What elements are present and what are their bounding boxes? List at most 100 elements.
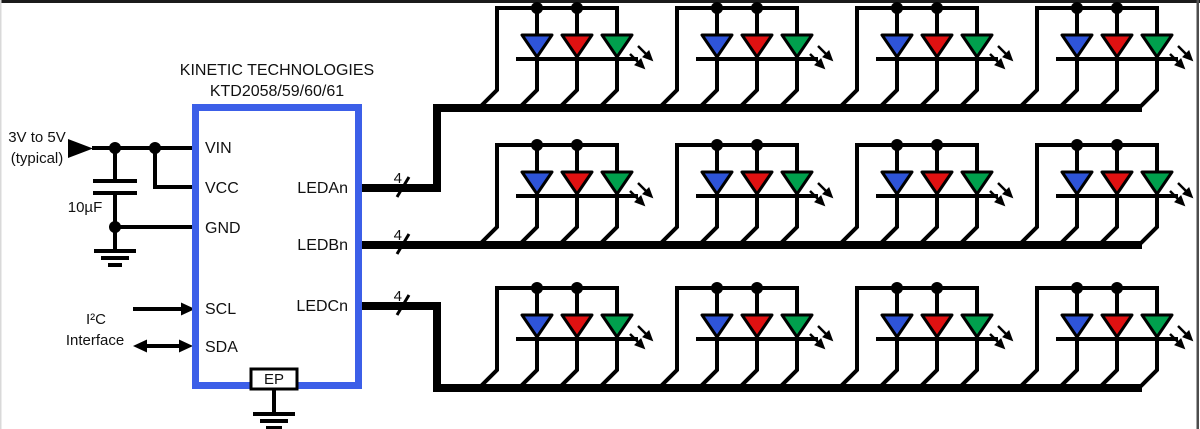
led-cathode-wire	[778, 339, 799, 389]
ground-bar-medium	[101, 256, 129, 260]
junction-dot	[931, 282, 943, 294]
rgb-led-group	[658, 139, 834, 246]
ic-title-line1: KINETIC TECHNOLOGIES	[180, 62, 374, 79]
light-emission-arrow-icon	[629, 53, 646, 70]
led-array	[478, 2, 1194, 389]
common-feed-wire	[838, 8, 859, 109]
pin-label-ledbn: LEDBn	[297, 237, 348, 254]
blue-led	[520, 33, 554, 59]
common-feed-wire	[658, 288, 679, 389]
common-feed-wire	[478, 288, 499, 389]
red-led	[560, 170, 594, 196]
vcc-branch-wire	[153, 148, 196, 189]
junction-dot	[891, 139, 903, 151]
led-bus	[362, 302, 1142, 392]
red-led	[1100, 170, 1134, 196]
rgb-led-group	[838, 139, 1014, 246]
bus-width-label: 4	[394, 227, 402, 244]
led-cathode-wire	[698, 339, 719, 389]
led-cathode-wire	[1138, 339, 1159, 389]
junction-dot	[1071, 282, 1083, 294]
light-emission-arrow-icon	[817, 325, 834, 342]
light-emission-arrow-icon	[637, 45, 654, 62]
supply-arrow-icon	[68, 139, 93, 158]
light-emission-arrow-icon	[1169, 190, 1186, 207]
light-emission-arrow-icon	[1177, 45, 1194, 62]
pin-label-gnd: GND	[205, 220, 241, 237]
pin-label-sda: SDA	[205, 339, 238, 356]
light-emission-arrow-icon	[1177, 325, 1194, 342]
i2c-label-line2: Interface	[66, 332, 124, 349]
led-cathode-wire	[1138, 59, 1159, 109]
common-feed-wire	[1018, 8, 1039, 109]
red-led	[920, 313, 954, 339]
junction-dot	[711, 282, 723, 294]
red-led	[560, 33, 594, 59]
pin-label-vcc: VCC	[205, 180, 239, 197]
red-led	[740, 313, 774, 339]
led-cathode-wire	[1098, 339, 1119, 389]
light-emission-arrow-icon	[637, 325, 654, 342]
led-cathode-wire	[518, 339, 539, 389]
led-cathode-wire	[878, 196, 899, 246]
led-cathode-wire	[958, 339, 979, 389]
supply-label-line2: (typical)	[11, 150, 64, 167]
led-cathode-wire	[778, 196, 799, 246]
junction-dot	[1071, 139, 1083, 151]
rgb-led-group	[1018, 2, 1194, 109]
rgb-led-group	[838, 2, 1014, 109]
bus-width-label: 4	[394, 288, 402, 305]
junction-dot	[891, 282, 903, 294]
led-cathode-wire	[598, 196, 619, 246]
ground-symbol	[253, 412, 295, 429]
junction-dot	[751, 139, 763, 151]
supply-label-line1: 3V to 5V	[8, 129, 66, 146]
supply-section: 3V to 5V (typical) 10µF	[8, 129, 196, 267]
led-bus	[362, 104, 1142, 192]
led-cathode-wire	[698, 59, 719, 109]
blue-led	[880, 170, 914, 196]
led-cathode-wire	[558, 339, 579, 389]
ic-title-line2: KTD2058/59/60/61	[210, 83, 344, 100]
light-emission-arrow-icon	[1177, 182, 1194, 199]
green-led	[960, 170, 994, 196]
junction-dot	[109, 221, 121, 233]
green-led	[960, 313, 994, 339]
blue-led	[520, 170, 554, 196]
green-led	[780, 313, 814, 339]
green-led	[600, 170, 634, 196]
red-led	[740, 170, 774, 196]
exposed-pad: EP	[249, 367, 299, 429]
light-emission-arrow-icon	[997, 182, 1014, 199]
green-led	[1140, 170, 1174, 196]
red-led	[1100, 33, 1134, 59]
junction-dot	[1071, 2, 1083, 14]
blue-led	[700, 313, 734, 339]
light-emission-arrow-icon	[997, 45, 1014, 62]
green-led	[1140, 313, 1174, 339]
led-cathode-wire	[1058, 59, 1079, 109]
junction-dot	[751, 2, 763, 14]
capacitor-top-plate	[93, 179, 137, 183]
rgb-led-group	[1018, 282, 1194, 389]
led-cathode-wire	[878, 339, 899, 389]
common-feed-wire	[658, 8, 679, 109]
common-feed-wire	[478, 8, 499, 109]
led-cathode-wire	[518, 196, 539, 246]
led-buses: 444	[362, 104, 1142, 392]
led-cathode-wire	[918, 59, 939, 109]
led-row	[478, 282, 1194, 389]
left-border	[0, 0, 2, 429]
red-led	[920, 170, 954, 196]
rgb-led-group	[658, 2, 834, 109]
led-cathode-wire	[738, 339, 759, 389]
red-led	[740, 33, 774, 59]
blue-led	[1060, 33, 1094, 59]
junction-dot	[1111, 282, 1123, 294]
led-cathode-wire	[558, 196, 579, 246]
red-led	[1100, 313, 1134, 339]
junction-dot	[891, 2, 903, 14]
